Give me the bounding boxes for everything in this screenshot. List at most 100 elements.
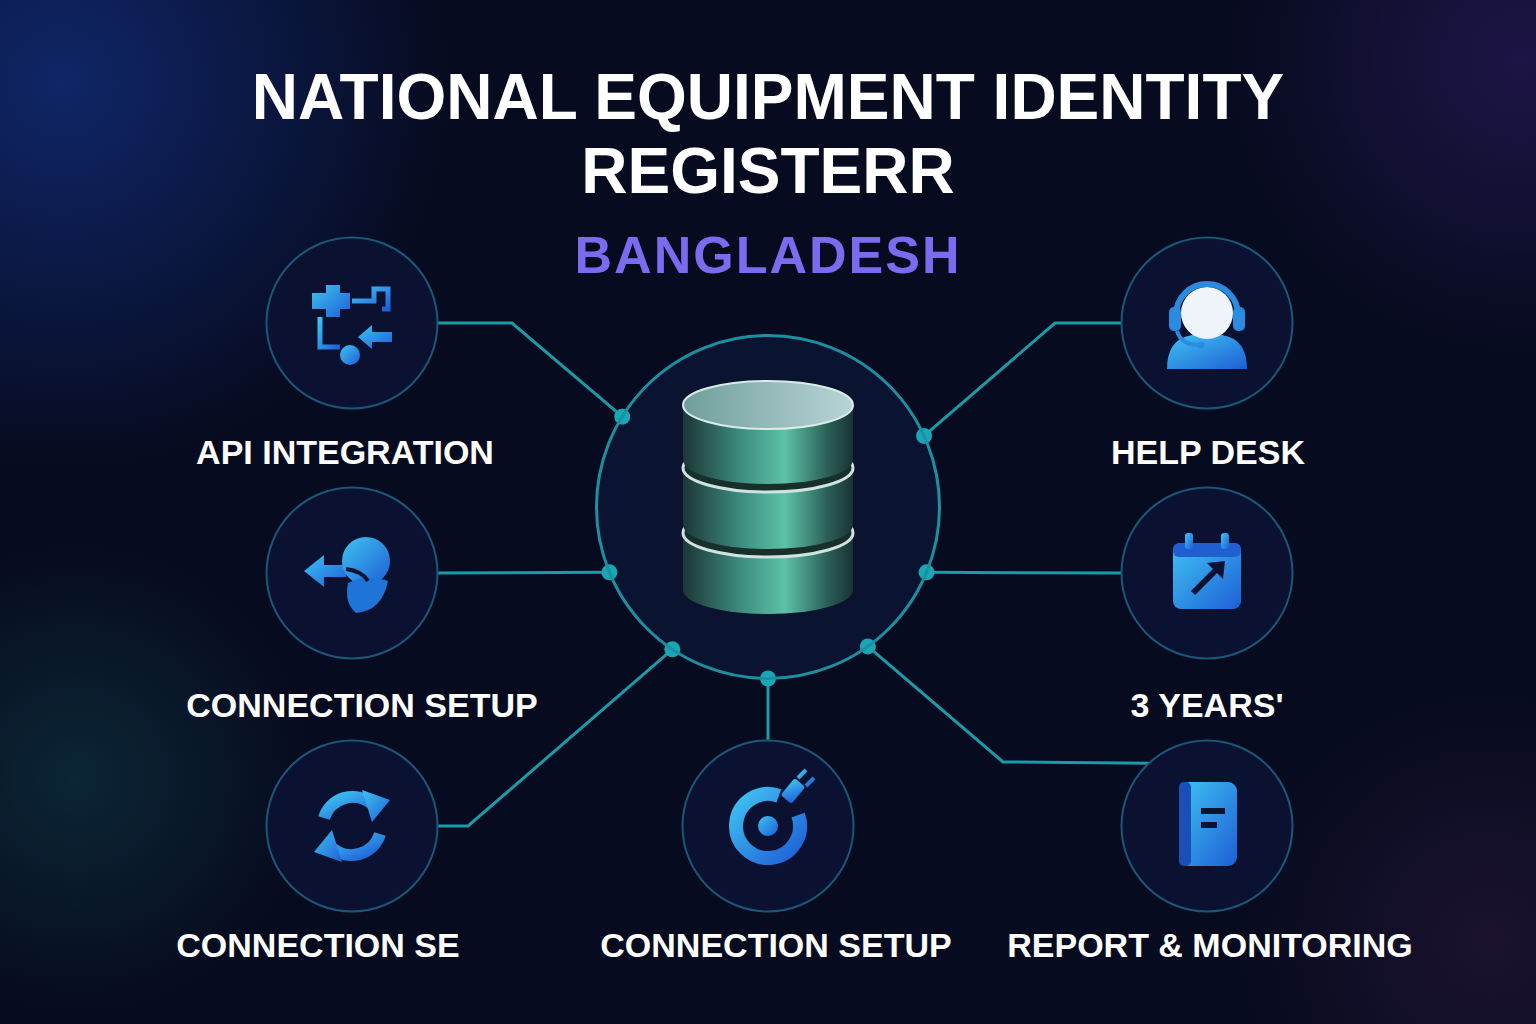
label-anchor: REPORT & MONITORING: [1007, 925, 1413, 965]
connector-group: [760, 671, 776, 741]
api-icon: [352, 289, 388, 309]
connector: [767, 679, 770, 741]
connector-group: [919, 564, 1122, 580]
api-icon: [312, 285, 350, 317]
connection-icon: [347, 577, 388, 613]
connector-group: [438, 641, 681, 826]
label-anchor: API INTEGRATION: [196, 432, 494, 472]
circle-outline: [683, 741, 854, 912]
api-icon: [358, 325, 392, 349]
circle-outline: [1122, 741, 1293, 912]
connector-group: [438, 564, 618, 580]
report-icon: [1201, 822, 1217, 828]
circle-fills: [1121, 487, 1293, 659]
circle-fills: [1121, 740, 1293, 912]
circle-outline: [1122, 238, 1293, 409]
circle-outline: [267, 488, 438, 659]
feature-circle: CONNECTION SE: [265, 739, 439, 913]
api-icon: [340, 345, 360, 365]
connection-icon: [342, 537, 390, 585]
connector: [438, 323, 623, 417]
plug-icon: [736, 770, 814, 858]
feature-circle: REPORT & MONITORING: [1120, 739, 1294, 913]
feature-circle: API INTEGRATION: [265, 236, 439, 410]
circle-fills: [266, 237, 1293, 912]
calendar-icon: [1207, 561, 1225, 579]
helpdesk-icon: [1176, 284, 1238, 315]
circle-fills: [266, 237, 438, 409]
connector: [438, 649, 673, 826]
connector-group: [860, 638, 1149, 763]
refresh-icon: [324, 797, 372, 818]
calendar-icon: [1173, 533, 1241, 609]
label-anchor: 3 YEARS': [1131, 685, 1284, 725]
helpdesk-icon: [1198, 342, 1205, 349]
helpdesk-icon: [1167, 284, 1247, 369]
helpdesk-icon: [1233, 307, 1245, 331]
label-anchor: CONNECTION SE: [176, 925, 459, 965]
report-icon: [1179, 782, 1191, 866]
calendar-icon: [1185, 533, 1193, 549]
calendar-icon: [1173, 543, 1241, 609]
connector-group: [916, 323, 1121, 444]
feature-label: REPORT & MONITORING: [1007, 925, 1413, 965]
feature-label: HELP DESK: [1111, 432, 1305, 472]
circle-outline: [265, 486, 439, 660]
feature-label: API INTEGRATION: [196, 432, 494, 472]
title-wrap: NATIONAL EQUIPMENT IDENTITY REGISTERR: [168, 60, 1368, 208]
connector: [924, 323, 1121, 436]
refresh-icon: [314, 790, 390, 862]
circle-fills: [266, 487, 438, 659]
circle-fills: [682, 740, 854, 912]
report-icon: [1179, 782, 1237, 866]
feature-label: CONNECTION SETUP: [186, 685, 537, 725]
feature-circle: 3 YEARS': [1120, 486, 1294, 660]
helpdesk-icon: [1177, 331, 1199, 345]
circle-outline: [597, 336, 940, 679]
connection-icon: [304, 537, 390, 613]
connector: [868, 646, 1149, 763]
hub-circle: [595, 334, 941, 680]
refresh-icon: [332, 834, 380, 855]
feature-label: CONNECTION SETUP: [600, 925, 951, 965]
label-wrap: BANGLADESH: [368, 225, 1168, 285]
connector: [438, 571, 610, 575]
api-icon: [320, 317, 340, 347]
calendar-icon: [1221, 533, 1229, 549]
api-icon: [312, 285, 392, 365]
circle-fills: [1121, 237, 1293, 409]
circle-outline: [1120, 236, 1294, 410]
circle-outline: [1120, 486, 1294, 660]
connection-icon: [304, 555, 346, 587]
feature-label: CONNECTION SE: [176, 925, 459, 965]
feature-label: 3 YEARS': [1131, 685, 1284, 725]
circle-outline: [595, 334, 941, 680]
label-anchor: CONNECTION SETUP: [600, 925, 951, 965]
feature-circle: HELP DESK: [1120, 236, 1294, 410]
circle-outline: [267, 741, 438, 912]
connector: [927, 571, 1122, 575]
helpdesk-icon: [1181, 287, 1233, 339]
circle-outline: [1122, 488, 1293, 659]
circle-outline: [1120, 739, 1294, 913]
circle-outline: [267, 238, 438, 409]
connection-icon: [346, 569, 368, 581]
feature-circle: CONNECTION SETUP: [681, 739, 855, 913]
label-anchor: HELP DESK: [1111, 432, 1305, 472]
circle-outline: [681, 739, 855, 913]
circle-fills: [266, 740, 438, 912]
helpdesk-icon: [1167, 335, 1247, 369]
plug-icon: [736, 794, 800, 858]
report-icon: [1179, 782, 1237, 866]
calendar-icon: [1193, 569, 1217, 593]
circle-outline: [265, 739, 439, 913]
refresh-icon: [314, 830, 342, 862]
plug-icon: [798, 770, 814, 786]
feature-circle: CONNECTION SETUP: [265, 486, 439, 660]
calendar-icon: [1173, 543, 1241, 557]
connector-group: [438, 323, 631, 425]
database-icon: [683, 381, 853, 429]
label-anchor: CONNECTION SETUP: [186, 685, 537, 725]
refresh-icon: [362, 790, 390, 822]
